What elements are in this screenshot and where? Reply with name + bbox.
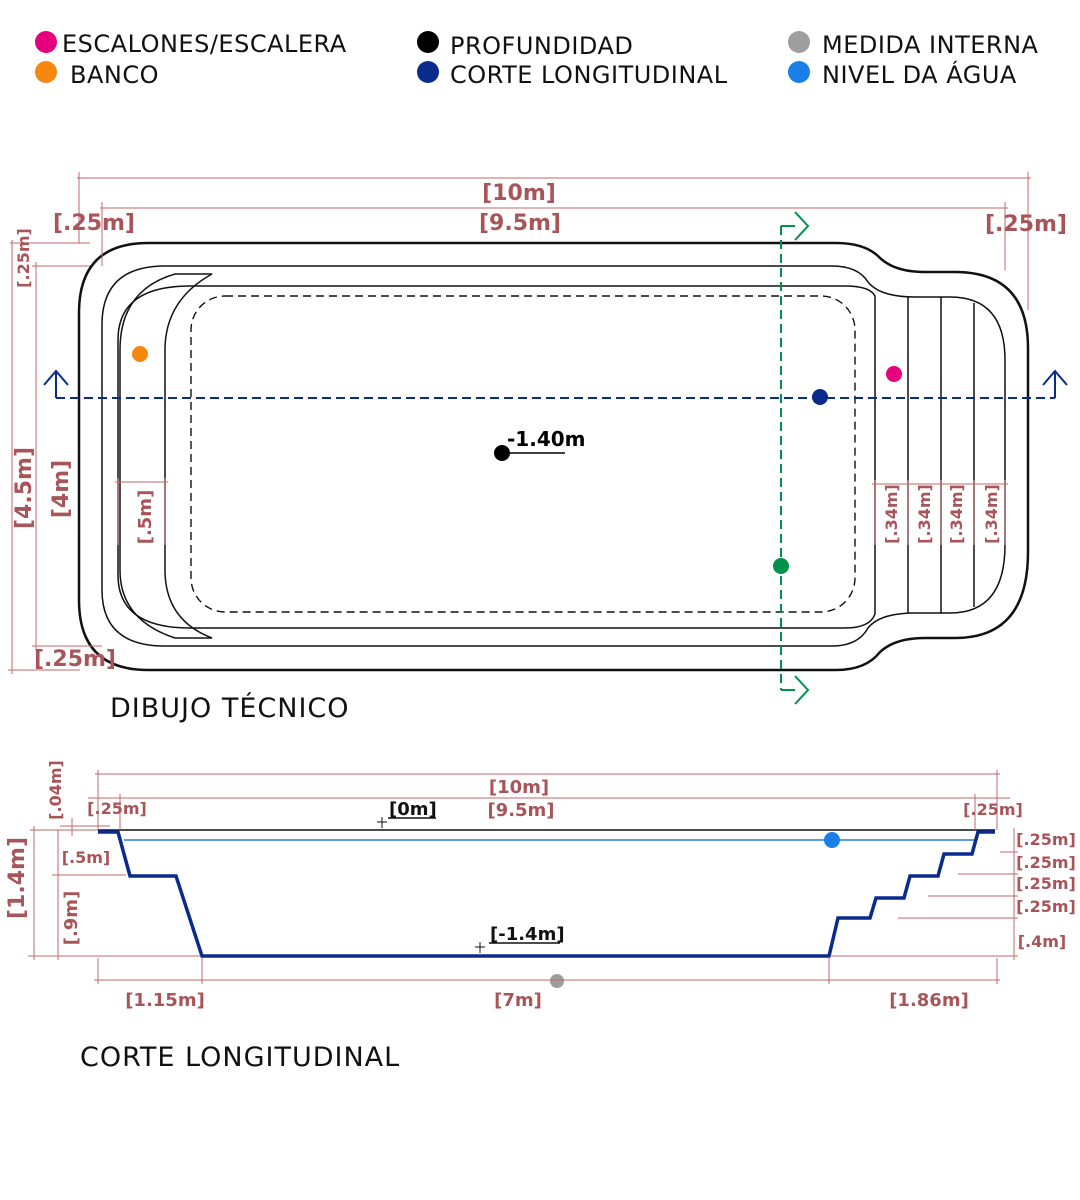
plan-title: DIBUJO TÉCNICO [110, 692, 350, 724]
cut-arrow-right-icon [1042, 369, 1068, 398]
gray-dot-icon [788, 31, 810, 53]
dim-total-length: [10m] [482, 181, 556, 206]
sec-last-step: [.4m] [1018, 932, 1067, 951]
sec-left-slope: [1.15m] [125, 990, 205, 1011]
section-view: [0m] [-1.4m] [10 [5, 760, 1076, 1073]
dim-step-1: [.34m] [882, 484, 901, 544]
section-marker [812, 389, 828, 405]
navy-dot-icon [417, 61, 439, 83]
dim-right-wall: [.25m] [985, 212, 1067, 237]
sec-step-h4: [.25m] [1016, 897, 1076, 916]
magenta-dot-icon [35, 31, 57, 53]
section-profile [98, 830, 995, 958]
internal-measure-marker [550, 974, 564, 988]
cut-arrow-left-icon [43, 369, 69, 398]
depth-marker [494, 445, 510, 461]
bench-outline [119, 273, 215, 639]
sec-step-h1: [.25m] [1016, 830, 1076, 849]
legend: ESCALONES/ESCALERA BANCO PROFUNDIDAD COR… [35, 30, 1039, 89]
sec-floor-length: [7m] [494, 990, 542, 1011]
legend-bench-label: BANCO [70, 61, 159, 89]
black-dot-icon [417, 31, 439, 53]
dim-inner-length: [9.5m] [479, 211, 561, 236]
dim-step-2: [.34m] [915, 484, 934, 544]
cut-arrow-bottom-icon [794, 675, 810, 705]
dim-bench-width: [.5m] [135, 490, 156, 545]
cut-arrow-top-icon [794, 211, 810, 241]
level-top-label: [0m] [389, 799, 437, 820]
section-title: CORTE LONGITUDINAL [80, 1042, 400, 1073]
bench-marker [132, 346, 148, 362]
depth-label: -1.40m [507, 427, 586, 451]
blue-dot-icon [788, 61, 810, 83]
sec-inner-length: [9.5m] [487, 800, 554, 821]
dim-left-wall: [.25m] [53, 211, 135, 236]
legend-stairs-label: ESCALONES/ESCALERA [62, 30, 347, 58]
pool-floor-dashed [190, 295, 856, 613]
legend-section-label: CORTE LONGITUDINAL [450, 61, 728, 89]
sec-left-rim: [.25m] [87, 799, 147, 818]
pool-inner-outline [101, 265, 1006, 647]
sec-bench-depth: [.5m] [62, 848, 111, 867]
sec-total-length: [10m] [489, 777, 549, 798]
sec-step-h2: [.25m] [1016, 853, 1076, 872]
sec-lower-depth: [.9m] [61, 891, 82, 946]
pool-wall-line [117, 285, 876, 629]
dim-bottom-wall: [.25m] [34, 647, 116, 672]
level-mark-bottom: [-1.4m] [475, 924, 565, 953]
stairs-marker [886, 366, 902, 382]
sec-rim-height: [.04m] [46, 760, 65, 820]
dim-step-3: [.34m] [947, 484, 966, 544]
cut-marker [773, 558, 789, 574]
dim-step-4: [.34m] [982, 484, 1001, 544]
level-mark-top: [0m] [377, 799, 437, 828]
dim-total-width: [4.5m] [12, 447, 37, 529]
level-bottom-label: [-1.4m] [490, 924, 565, 945]
legend-water-label: NIVEL DA ÁGUA [822, 60, 1017, 89]
dim-inner-width: [4m] [49, 460, 74, 518]
sec-stairs-length: [1.86m] [889, 990, 969, 1011]
legend-depth-label: PROFUNDIDAD [450, 32, 633, 60]
orange-dot-icon [35, 61, 57, 83]
legend-internal-label: MEDIDA INTERNA [822, 31, 1039, 59]
dim-top-wall-vertical: [.25m] [14, 228, 33, 288]
sec-step-h3: [.25m] [1016, 874, 1076, 893]
plan-view: -1.40m [10m] [9.5m] [.25m] [.25m] [.25m]… [8, 172, 1068, 724]
sec-right-rim: [.25m] [963, 800, 1023, 819]
pool-outer-outline [77, 241, 1030, 672]
water-level-marker [824, 832, 840, 848]
sec-total-depth: [1.4m] [5, 837, 30, 919]
